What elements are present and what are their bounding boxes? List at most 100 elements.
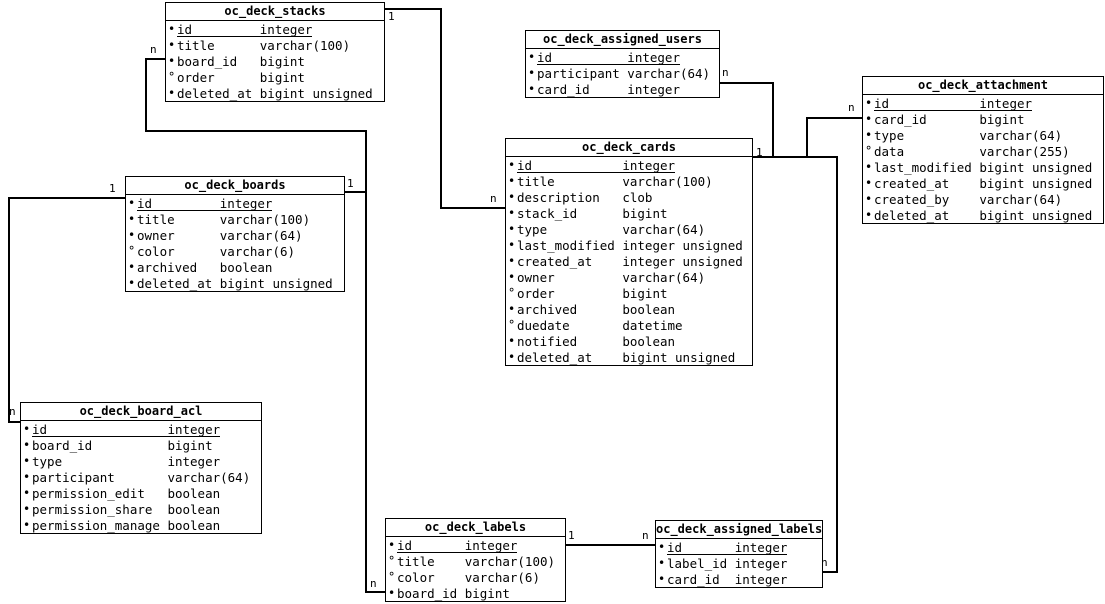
connector-cards-attachment-segment <box>806 117 808 158</box>
field-type: integer <box>627 81 680 97</box>
field-name: id <box>874 95 890 111</box>
field-type: integer <box>167 453 221 469</box>
field-type: bigint unsigned <box>979 175 1093 191</box>
field-type: varchar(64) <box>219 227 303 243</box>
field-name: order <box>177 69 215 85</box>
cardinality-label: n <box>370 577 377 590</box>
notnull-bullet: • <box>528 65 536 80</box>
field-name: last_modified <box>874 159 972 175</box>
field-type: varchar(100) <box>622 173 713 189</box>
field-name: archived <box>517 301 578 317</box>
field-name: color <box>397 569 435 585</box>
connector-cards-bus-segment <box>753 156 838 158</box>
field-name: archived <box>137 259 198 275</box>
notnull-bullet: • <box>508 221 516 236</box>
field-line: archived boolean <box>137 260 272 275</box>
field-type: clob <box>622 189 653 205</box>
field-type: bigint <box>167 437 213 453</box>
field-type: varchar(6) <box>219 243 296 259</box>
field-line: permission_share boolean <box>32 502 220 517</box>
notnull-bullet: • <box>508 189 516 204</box>
field-type: boolean <box>219 259 273 275</box>
nullable-bullet: ° <box>508 317 516 332</box>
table-title: oc_deck_assigned_labels <box>656 521 822 539</box>
field-name: label_id <box>667 555 728 571</box>
field-line: color varchar(6) <box>397 570 540 585</box>
field-name: owner <box>517 269 555 285</box>
field-name: permission_share <box>32 501 153 517</box>
field-name: permission_manage <box>32 517 160 533</box>
notnull-bullet: • <box>508 301 516 316</box>
field-name: id <box>32 421 48 437</box>
notnull-bullet: • <box>128 195 136 210</box>
notnull-bullet: • <box>508 333 516 348</box>
field-name: type <box>517 221 548 237</box>
field-type: boolean <box>622 333 676 349</box>
connector-boards-acl-segment <box>8 197 125 199</box>
nullable-bullet: ° <box>865 143 873 158</box>
field-name: owner <box>137 227 175 243</box>
nullable-bullet: ° <box>508 285 516 300</box>
field-line: description clob <box>517 190 652 205</box>
notnull-bullet: • <box>168 21 176 36</box>
cardinality-label: n <box>150 43 157 56</box>
notnull-bullet: • <box>128 259 136 274</box>
field-name: id <box>177 21 193 37</box>
field-row: •archived boolean <box>126 259 344 275</box>
field-type: integer <box>219 195 273 211</box>
notnull-bullet: • <box>508 205 516 220</box>
field-type: boolean <box>167 501 221 517</box>
table-title: oc_deck_cards <box>506 139 752 157</box>
notnull-bullet: • <box>658 571 666 586</box>
field-type: integer unsigned <box>622 253 743 269</box>
notnull-bullet: • <box>23 469 31 484</box>
field-name: id <box>537 49 553 65</box>
field-type: bigint <box>622 285 668 301</box>
field-name: participant <box>537 65 620 81</box>
nullable-bullet: ° <box>128 243 136 258</box>
field-row: •description clob <box>506 189 752 205</box>
field-type: integer <box>734 571 788 587</box>
field-type: varchar(6) <box>464 569 540 585</box>
connector-boards-acl-segment <box>8 421 22 423</box>
field-name: id <box>517 157 533 173</box>
field-name: description <box>517 189 600 205</box>
cardinality-label: 1 <box>756 146 763 159</box>
